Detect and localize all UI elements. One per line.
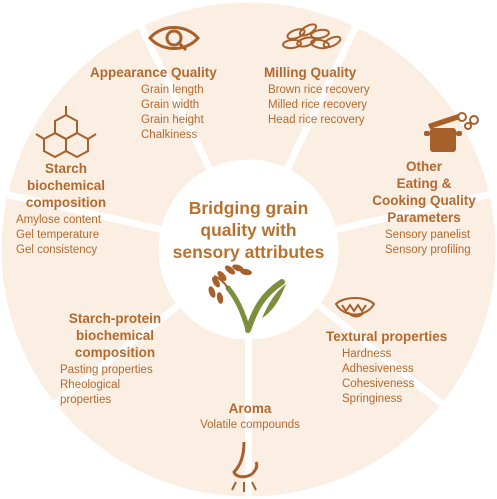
segment-item: Sensory panelist: [385, 229, 471, 241]
cooking-pot-icon: [424, 112, 479, 152]
segment-starch-protein: Starch-protein biochemical composition P…: [50, 310, 190, 408]
segment-item: Pasting properties: [60, 364, 153, 376]
segment-textural: Textural properties Hardness Adhesivenes…: [326, 328, 476, 407]
segment-item: Adhesiveness: [342, 363, 414, 375]
segment-item: Grain height: [141, 114, 204, 126]
segment-title-line: Starch-protein: [68, 311, 162, 326]
center-title-line: quality with: [200, 220, 297, 240]
segment-item: Brown rice recovery: [268, 84, 370, 96]
rice-plant-icon: [208, 264, 286, 333]
molecule-icon: [35, 106, 97, 159]
segment-title: Milling Quality: [264, 65, 357, 80]
wheel-segment: [57, 308, 246, 497]
nose-icon: [231, 441, 259, 492]
segment-other: Other Eating & Cooking Quality Parameter…: [364, 158, 484, 258]
center-title-line: Bridging grain: [188, 198, 309, 218]
wheel-segment: [251, 308, 440, 497]
segment-item: Springiness: [342, 393, 403, 405]
segment-title-line: composition: [25, 195, 107, 210]
segment-aroma: Aroma Volatile compounds: [188, 400, 312, 433]
segment-item: Grain length: [141, 84, 204, 96]
segment-item: Milled rice recovery: [268, 99, 368, 111]
segment-item: Volatile compounds: [200, 419, 300, 431]
segment-title-line: biochemical: [26, 178, 106, 193]
rice-grains-icon: [282, 23, 342, 50]
segment-appearance: Appearance Quality Grain length Grain wi…: [90, 64, 250, 143]
segment-item: Gel temperature: [16, 229, 100, 241]
eye-icon: [148, 26, 200, 52]
segment-item: properties: [60, 394, 112, 406]
center-title: Bridging grain quality with sensory attr…: [150, 197, 347, 263]
segment-milling: Milling Quality Brown rice recovery Mill…: [264, 64, 414, 128]
segment-item: Sensory profiling: [385, 244, 471, 256]
segment-title-line: composition: [74, 345, 156, 360]
segment-title-line: Eating &: [396, 176, 452, 191]
segment-item: Amylose content: [16, 214, 102, 226]
segment-item: Hardness: [342, 348, 392, 360]
segment-item: Head rice recovery: [268, 114, 365, 126]
segment-title-line: Parameters: [387, 210, 461, 225]
segment-title-line: biochemical: [75, 328, 155, 343]
segment-title: Aroma: [228, 401, 272, 416]
center-title-line: sensory attributes: [172, 242, 325, 262]
segment-title: Appearance Quality: [90, 65, 217, 80]
mouth-icon: [334, 297, 376, 318]
segment-item: Rheological: [60, 379, 121, 391]
wheel-segment: [290, 28, 489, 227]
segment-title-line: Starch: [44, 161, 88, 176]
segment-item: Cohesiveness: [342, 378, 415, 390]
segment-item: Grain width: [141, 99, 200, 111]
segment-starch: Starch biochemical composition Amylose c…: [16, 160, 146, 258]
segment-title-line: Other: [405, 159, 442, 174]
segment-title: Textural properties: [326, 329, 448, 344]
segment-item: Chalkiness: [141, 129, 198, 141]
wheel-segment: [1, 197, 177, 401]
wheel-segment: [320, 197, 496, 401]
segment-title-line: Cooking Quality: [372, 193, 476, 208]
wheel-segment: [8, 28, 207, 227]
segment-item: Gel consistency: [16, 244, 98, 256]
